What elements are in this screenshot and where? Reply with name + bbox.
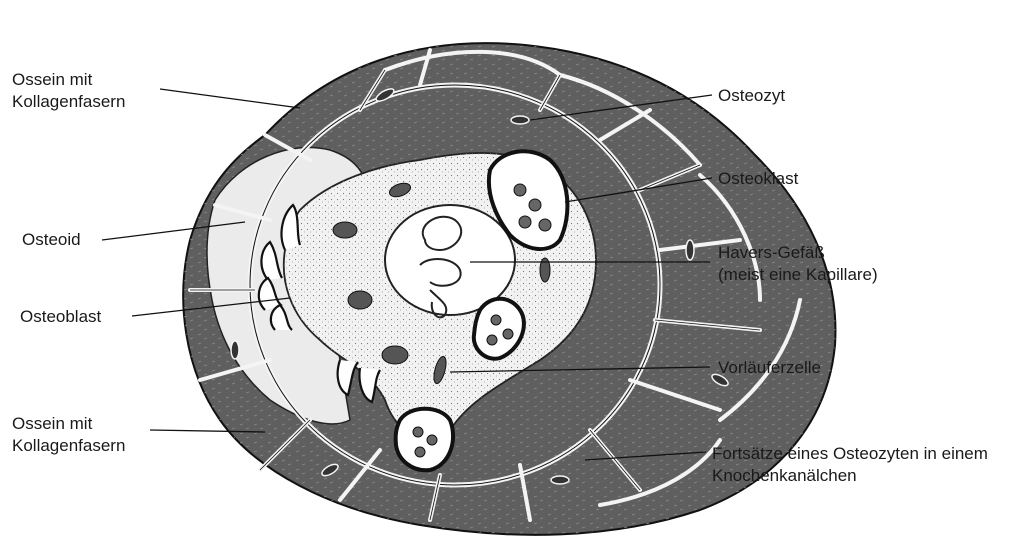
label-havers-line1: Havers-Gefäß	[718, 242, 878, 264]
label-osteoid: Osteoid	[22, 229, 81, 251]
label-ossein-top-line2: Kollagenfasern	[12, 91, 125, 113]
label-fortsaetze-line2: Knochenkanälchen	[712, 465, 988, 487]
label-havers: Havers-Gefäß (meist eine Kapillare)	[718, 242, 878, 286]
label-ossein-bottom-line2: Kollagenfasern	[12, 435, 125, 457]
label-ossein-top-line1: Ossein mit	[12, 69, 125, 91]
label-havers-line2: (meist eine Kapillare)	[718, 264, 878, 286]
label-ossein-bottom-line1: Ossein mit	[12, 413, 125, 435]
label-osteozyt: Osteozyt	[718, 85, 785, 107]
label-osteoklast: Osteoklast	[718, 168, 798, 190]
label-ossein-bottom: Ossein mit Kollagenfasern	[12, 413, 125, 457]
label-ossein-top: Ossein mit Kollagenfasern	[12, 69, 125, 113]
label-vorlaeuferzelle: Vorläuferzelle	[718, 357, 821, 379]
label-osteoblast: Osteoblast	[20, 306, 101, 328]
label-fortsaetze-line1: Fortsätze eines Osteozyten in einem	[712, 443, 988, 465]
label-fortsaetze: Fortsätze eines Osteozyten in einem Knoc…	[712, 443, 988, 487]
